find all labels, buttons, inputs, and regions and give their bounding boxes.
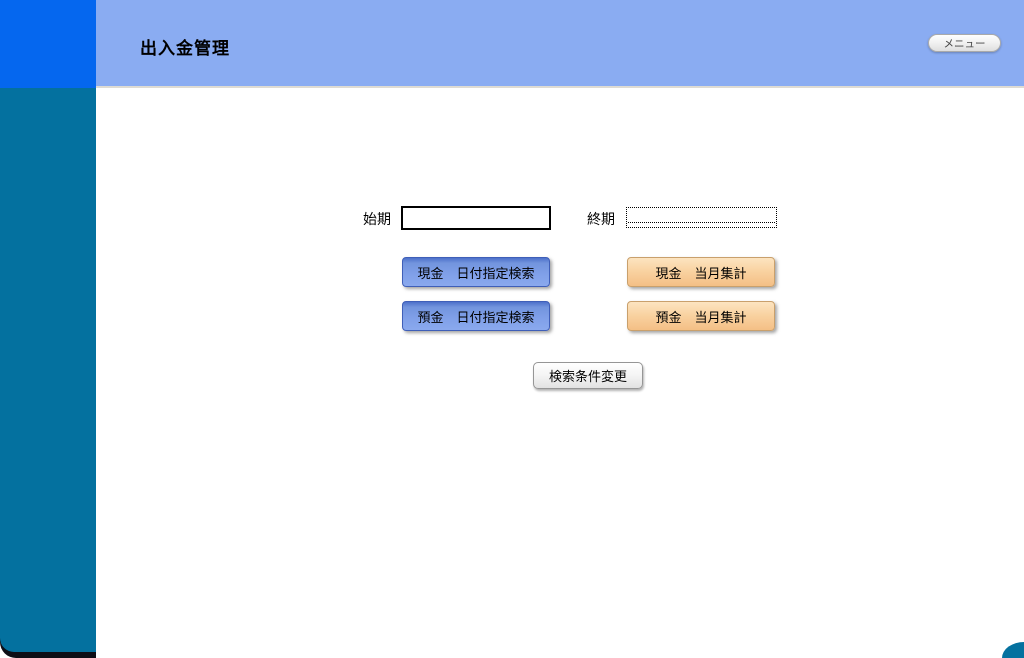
- cash-month-total-button[interactable]: 現金 当月集計: [627, 257, 775, 287]
- bottom-right-corner-curve: [1002, 642, 1024, 658]
- end-period-label: 終期: [587, 211, 615, 227]
- corner-accent-block: [0, 0, 96, 88]
- start-period-input[interactable]: [401, 206, 551, 230]
- cash-date-search-button[interactable]: 現金 日付指定検索: [402, 257, 550, 287]
- sidebar: [0, 88, 96, 652]
- change-search-condition-button[interactable]: 検索条件変更: [533, 362, 643, 389]
- deposit-month-total-button[interactable]: 預金 当月集計: [627, 301, 775, 331]
- end-period-field[interactable]: [626, 207, 777, 228]
- dotted-baseline: [628, 222, 775, 223]
- start-period-label: 始期: [363, 211, 391, 227]
- menu-button[interactable]: メニュー: [928, 34, 1001, 52]
- deposit-date-search-button[interactable]: 預金 日付指定検索: [402, 301, 550, 331]
- end-period-input[interactable]: [627, 208, 776, 227]
- page-title: 出入金管理: [140, 39, 230, 58]
- header-bar: 出入金管理 メニュー: [96, 0, 1024, 88]
